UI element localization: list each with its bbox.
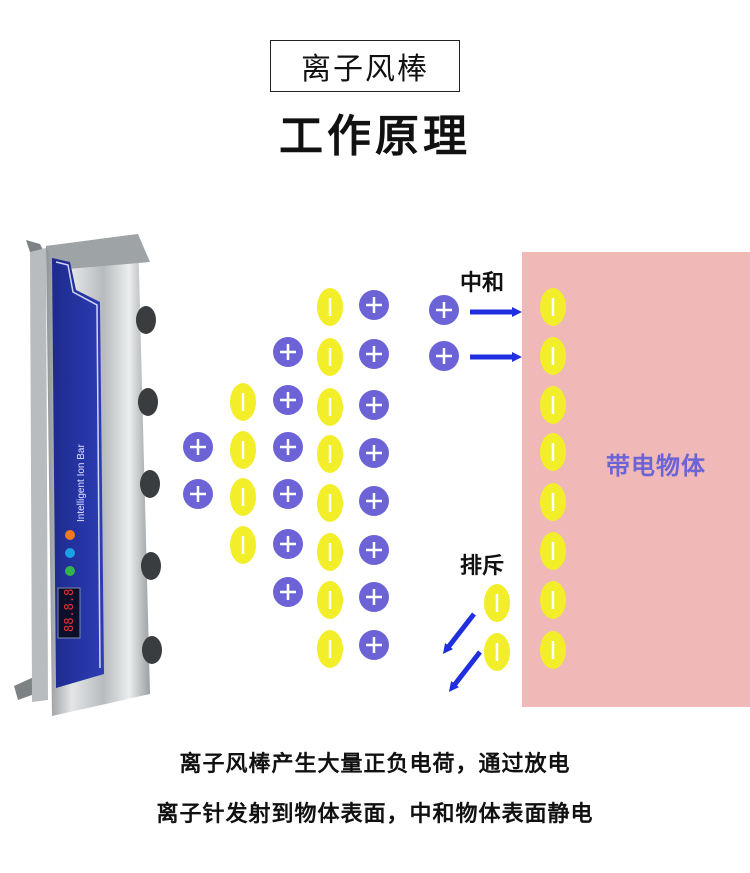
- positive-ion: [429, 341, 459, 371]
- positive-ion: [273, 529, 303, 559]
- negative-ion: [540, 288, 566, 326]
- negative-ion: [230, 383, 256, 421]
- button-green: [65, 566, 75, 576]
- negative-ion: [540, 386, 566, 424]
- negative-ion: [317, 533, 343, 571]
- negative-ion: [484, 584, 510, 622]
- ion-bar-device: 88.8.8 Intelligent Ion Bar: [14, 234, 162, 716]
- negative-ion: [230, 526, 256, 564]
- button-blue: [65, 548, 75, 558]
- caption-line-1: 离子风棒产生大量正负电荷，通过放电: [0, 746, 750, 778]
- positive-ion: [273, 479, 303, 509]
- negative-ion: [317, 581, 343, 619]
- positive-ion: [183, 432, 213, 462]
- positive-ion: [359, 438, 389, 468]
- negative-ion: [317, 630, 343, 668]
- negative-ion: [484, 633, 510, 671]
- arrow-repel-2: [452, 652, 480, 688]
- positive-ion: [359, 290, 389, 320]
- positive-ion: [359, 535, 389, 565]
- device-label: Intelligent Ion Bar: [76, 444, 87, 522]
- positive-ion: [359, 630, 389, 660]
- negative-ion: [540, 483, 566, 521]
- negative-ion: [540, 631, 566, 669]
- positive-ion: [359, 390, 389, 420]
- positive-ion: [359, 486, 389, 516]
- negative-ion: [317, 435, 343, 473]
- button-orange: [65, 530, 75, 540]
- positive-ion: [359, 582, 389, 612]
- caption-line-2: 离子针发射到物体表面，中和物体表面静电: [0, 796, 750, 828]
- negative-ion: [540, 532, 566, 570]
- digital-display-text: 88.8.8: [62, 589, 76, 632]
- positive-ion: [273, 577, 303, 607]
- positive-ion: [183, 479, 213, 509]
- positive-ion: [273, 337, 303, 367]
- negative-ion: [230, 431, 256, 469]
- negative-ion: [540, 433, 566, 471]
- negative-ion: [230, 478, 256, 516]
- negative-ion: [317, 288, 343, 326]
- positive-ion: [429, 295, 459, 325]
- negative-ion: [317, 388, 343, 426]
- positive-ion: [273, 385, 303, 415]
- arrow-repel-1: [446, 614, 474, 650]
- negative-ion: [540, 337, 566, 375]
- positive-ion: [273, 432, 303, 462]
- negative-ion: [317, 484, 343, 522]
- negative-ion: [540, 581, 566, 619]
- negative-ion: [317, 338, 343, 376]
- positive-ion: [359, 339, 389, 369]
